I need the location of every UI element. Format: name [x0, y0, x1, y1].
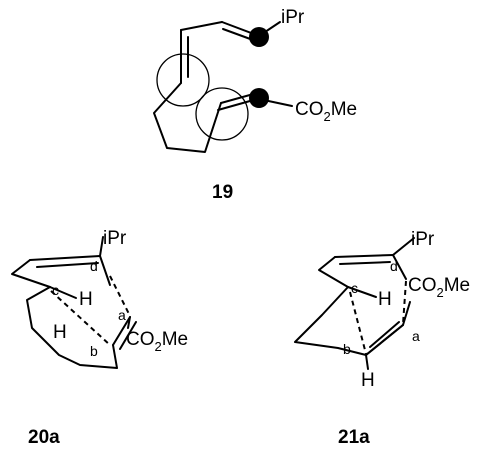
c21a-forming-bond-ad [402, 280, 407, 325]
c20a-ipr-label: iPr [103, 228, 127, 249]
c21a-diene-double-bond-2 [339, 261, 391, 265]
c20a-ester-bond [127, 316, 131, 329]
c20a-forming-bond-bc [50, 290, 111, 346]
c20a-d-bond [99, 255, 111, 286]
c20a-diene-chain [11, 259, 51, 288]
c20a-hydrogen-bottom: H [53, 322, 67, 343]
c19-ipr-label: iPr [281, 7, 305, 28]
c21a-position-b: b [343, 341, 351, 357]
c19-cyclopentane-ring [153, 82, 222, 153]
compound-20a-structure [11, 236, 137, 369]
compound-19-structure [153, 21, 293, 153]
c20a-position-b: b [90, 343, 98, 359]
c21a-position-a: a [412, 328, 420, 344]
c21a-c-to-ring [347, 286, 377, 298]
c19-diene-double-bond-2 [222, 28, 254, 41]
c21a-ipr-bond [392, 237, 415, 256]
c21a-forming-bond-bc [349, 291, 367, 355]
c20a-c-to-ring [49, 286, 77, 299]
compound-21a-label: 21a [338, 427, 370, 448]
c20a-diene-double-bond-2 [36, 262, 99, 268]
c20a-dienophile-double-bond-2 [119, 321, 137, 350]
c20a-ipr-bond [99, 236, 104, 257]
c21a-ipr-label: iPr [411, 229, 435, 250]
c19-terminus-circle-left [156, 53, 210, 107]
c21a-ester-label: CO2Me [408, 275, 470, 300]
c20a-dienophile-double-bond [112, 316, 131, 346]
c21a-h-bond [365, 354, 369, 370]
c20a-position-a: a [118, 307, 126, 323]
c21a-dienophile-double-bond-2 [369, 321, 400, 348]
c19-terminus-dot-bottom [249, 88, 269, 108]
compound-21a-structure [294, 237, 415, 370]
c21a-d-bond [392, 254, 407, 280]
c19-diene-single-bond [180, 21, 223, 31]
c19-ester-label: CO2Me [295, 99, 357, 124]
c21a-hydrogen-top: H [378, 289, 392, 310]
c21a-hydrogen-bottom: H [361, 370, 375, 391]
c21a-diene-double-bond [334, 254, 394, 258]
c20a-forming-bond-ad [109, 275, 131, 317]
c20a-diene-double-bond [29, 255, 101, 261]
c19-terminus-circle-right [195, 87, 249, 141]
c21a-dienophile-double-bond [365, 324, 404, 356]
c20a-position-d: d [90, 258, 98, 274]
c21a-diene-chain [318, 256, 349, 288]
c19-terminus-dot-top [249, 27, 269, 47]
c20a-ring-chain [26, 286, 118, 369]
c20a-ester-label: CO2Me [126, 329, 188, 354]
compound-19-label: 19 [212, 182, 233, 203]
c21a-position-c: c [351, 280, 358, 296]
compound-20a-label: 20a [28, 427, 60, 448]
c21a-position-d: d [390, 258, 398, 274]
c20a-hydrogen-top: H [79, 289, 93, 310]
c20a-position-c: c [52, 282, 59, 298]
c19-exo-double-bond-2 [217, 100, 251, 111]
